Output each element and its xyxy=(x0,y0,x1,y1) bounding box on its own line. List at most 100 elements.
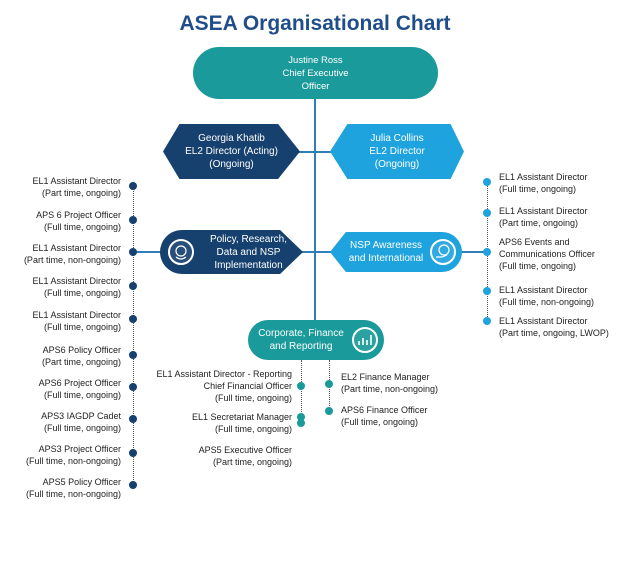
el2-left-status: (Ongoing) xyxy=(209,159,254,170)
corp-right-role-dot xyxy=(325,407,333,415)
left-role-dot xyxy=(129,248,137,256)
right-role-dot xyxy=(483,317,491,325)
right-role-title: EL1 Assistant Director xyxy=(499,285,588,295)
left-role-status: (Full time, ongoing) xyxy=(43,390,121,400)
branch-connector-line xyxy=(302,251,332,253)
corp-left-role-item: EL1 Secretariat Manager (Full time, ongo… xyxy=(140,411,292,435)
brain-icon xyxy=(168,239,194,265)
corp-branch-line2: and Reporting xyxy=(269,341,333,352)
main-trunk-line xyxy=(314,98,316,322)
ceo-name: Justine Ross xyxy=(288,54,343,66)
left-role-title: EL1 Assistant Director xyxy=(32,176,121,186)
left-role-dot xyxy=(129,282,137,290)
corp-right-role-dot xyxy=(325,380,333,388)
left-role-status: (Part time, non-ongoing) xyxy=(23,255,121,265)
globe-hand-icon xyxy=(430,239,456,265)
left-role-title: APS6 Project Officer xyxy=(38,378,121,388)
el2-right-status: (Ongoing) xyxy=(374,159,420,170)
corp-left-role-item: EL1 Assistant Director - Reporting Chief… xyxy=(140,368,292,404)
corp-left-role-dot xyxy=(297,382,305,390)
left-role-dot xyxy=(129,351,137,359)
left-role-item: EL1 Assistant Director (Part time, non-o… xyxy=(0,242,121,266)
el2-director-right-box: Julia Collins EL2 Director (Ongoing) xyxy=(330,124,464,179)
right-role-status: (Full time, ongoing) xyxy=(499,184,577,194)
right-role-title: APS6 Events and xyxy=(499,237,570,247)
left-role-item: APS3 Project Officer (Full time, non-ong… xyxy=(0,443,121,467)
left-role-status: (Full time, non-ongoing) xyxy=(25,489,121,499)
page-title: ASEA Organisational Chart xyxy=(179,12,451,35)
ceo-box: Justine Ross Chief Executive Officer xyxy=(193,47,438,99)
left-role-title: APS 6 Project Officer xyxy=(36,210,121,220)
corp-right-role-status: (Part time, non-ongoing) xyxy=(341,384,439,394)
right-role-dot xyxy=(483,287,491,295)
right-role-item: EL1 Assistant Director (Part time, ongoi… xyxy=(499,315,609,339)
left-role-item: APS6 Policy Officer (Part time, ongoing) xyxy=(0,344,121,368)
left-role-status: (Full time, ongoing) xyxy=(43,322,121,332)
left-role-item: APS 6 Project Officer (Full time, ongoin… xyxy=(0,209,121,233)
corp-left-role-dot xyxy=(297,413,305,421)
left-role-status: (Part time, ongoing) xyxy=(41,188,121,198)
corp-right-role-title: EL2 Finance Manager xyxy=(341,372,430,382)
nsp-branch-line2: and International xyxy=(348,253,424,264)
left-role-item: EL1 Assistant Director (Part time, ongoi… xyxy=(0,175,121,199)
el2-left-role: EL2 Director (Acting) xyxy=(185,146,278,157)
left-role-status: (Full time, ongoing) xyxy=(43,222,121,232)
right-role-item: EL1 Assistant Director (Full time, non-o… xyxy=(499,284,594,308)
policy-left-connector xyxy=(134,251,162,253)
right-role-dot xyxy=(483,248,491,256)
policy-branch-line3: Implementation xyxy=(214,259,283,271)
el2-left-name: Georgia Khatib xyxy=(198,133,265,144)
corp-right-role-status: (Full time, ongoing) xyxy=(341,417,419,427)
right-role-item: EL1 Assistant Director (Full time, ongoi… xyxy=(499,171,588,195)
left-role-status: (Full time, ongoing) xyxy=(43,423,121,433)
left-role-title: APS3 IAGDP Cadet xyxy=(41,411,121,421)
right-role-title: EL1 Assistant Director xyxy=(499,206,588,216)
left-role-title: APS5 Policy Officer xyxy=(42,477,121,487)
left-role-title: EL1 Assistant Director xyxy=(32,276,121,286)
left-role-dot xyxy=(129,383,137,391)
left-role-dot xyxy=(129,449,137,457)
left-role-title: APS6 Policy Officer xyxy=(42,345,121,355)
corporate-branch-box: Corporate, Finance and Reporting xyxy=(248,320,384,360)
left-role-dot xyxy=(129,216,137,224)
left-role-item: APS6 Project Officer (Full time, ongoing… xyxy=(0,377,121,401)
corp-left-role-title-line2: Chief Financial Officer xyxy=(203,381,292,391)
ceo-role-line1: Chief Executive xyxy=(282,67,349,79)
left-role-dot xyxy=(129,182,137,190)
left-role-item: EL1 Assistant Director (Full time, ongoi… xyxy=(0,275,121,299)
nsp-branch-line1: NSP Awareness xyxy=(350,240,422,251)
corp-left-role-title: EL1 Assistant Director - Reporting xyxy=(156,369,292,379)
right-role-status: (Part time, ongoing) xyxy=(499,218,579,228)
left-role-status: (Full time, ongoing) xyxy=(43,288,121,298)
el2-right-role: EL2 Director xyxy=(369,146,425,157)
right-role-title-line2: Communications Officer xyxy=(499,249,595,259)
right-role-item: EL1 Assistant Director (Part time, ongoi… xyxy=(499,205,588,229)
corp-left-role-status: (Full time, ongoing) xyxy=(214,393,292,403)
right-role-status: (Full time, ongoing) xyxy=(499,261,577,271)
policy-branch-line2: Data and NSP xyxy=(216,246,281,258)
right-role-dot xyxy=(483,178,491,186)
nsp-right-connector xyxy=(460,251,488,253)
el2-right-name: Julia Collins xyxy=(370,133,424,144)
left-role-status: (Full time, non-ongoing) xyxy=(25,456,121,466)
right-role-title: EL1 Assistant Director xyxy=(499,316,588,326)
left-role-item: APS5 Policy Officer (Full time, non-ongo… xyxy=(0,476,121,500)
corp-right-role-item: EL2 Finance Manager (Part time, non-ongo… xyxy=(341,371,438,395)
left-role-title: EL1 Assistant Director xyxy=(32,243,121,253)
right-role-item: APS6 Events and Communications Officer (… xyxy=(499,236,595,272)
left-role-title: EL1 Assistant Director xyxy=(32,310,121,320)
left-role-title: APS3 Project Officer xyxy=(38,444,121,454)
corp-left-role-status: (Full time, ongoing) xyxy=(214,424,292,434)
right-role-status: (Full time, non-ongoing) xyxy=(499,297,595,307)
right-role-status: (Part time, ongoing, LWOP) xyxy=(499,328,609,338)
chart-growth-icon xyxy=(352,327,378,353)
corp-left-dotted-line xyxy=(301,360,302,422)
left-role-item: APS3 IAGDP Cadet (Full time, ongoing) xyxy=(0,410,121,434)
corp-left-role-title: EL1 Secretariat Manager xyxy=(191,412,292,422)
corp-left-role-status: (Part time, ongoing) xyxy=(212,457,292,467)
left-roles-dotted-line xyxy=(133,186,134,482)
el2-connector-line xyxy=(298,151,332,153)
corp-left-role-dot xyxy=(297,419,305,427)
right-role-dot xyxy=(483,209,491,217)
ceo-role-line2: Officer xyxy=(301,80,330,92)
